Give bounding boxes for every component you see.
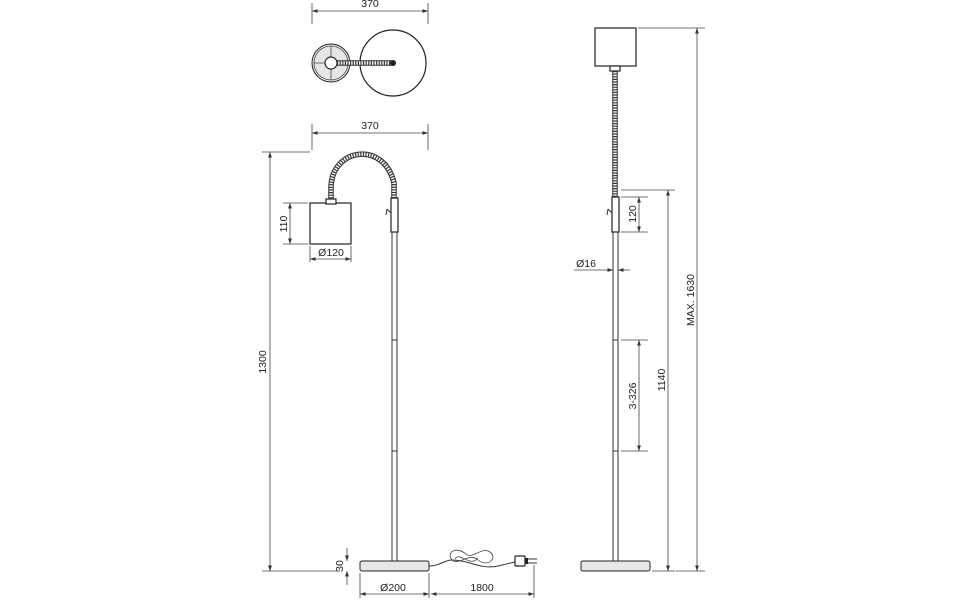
profile-shade	[594, 27, 637, 67]
switch-body	[390, 197, 399, 233]
stem-height-label: 1140	[656, 369, 668, 392]
base-height-label: 30	[334, 560, 346, 572]
base-diameter-label: Ø200	[380, 582, 406, 594]
shade-diameter-label: Ø120	[318, 247, 344, 259]
cable-length-label: 1800	[470, 582, 494, 594]
profile-base	[580, 560, 651, 572]
side-view-profile: Ø16 120 3-326 1140 MAX. 1630	[574, 27, 705, 572]
arm-width-label: 370	[361, 120, 379, 132]
stem-diameter-label: Ø16	[576, 258, 596, 270]
profile-switch	[611, 196, 620, 233]
overall-height-label: 1300	[257, 350, 269, 374]
top-view: 370	[311, 0, 429, 97]
side-view-front: 370 1300 110 Ø120 30	[257, 120, 537, 598]
shade-side	[309, 202, 352, 245]
max-height-label: MAX. 1630	[685, 274, 697, 326]
stem-section-label: 3-326	[627, 382, 639, 409]
top-view-width-label: 370	[361, 0, 379, 10]
base-side	[359, 560, 430, 572]
plug	[514, 555, 526, 567]
shade-height-label: 110	[278, 215, 290, 232]
switch-length-label: 120	[627, 205, 639, 223]
